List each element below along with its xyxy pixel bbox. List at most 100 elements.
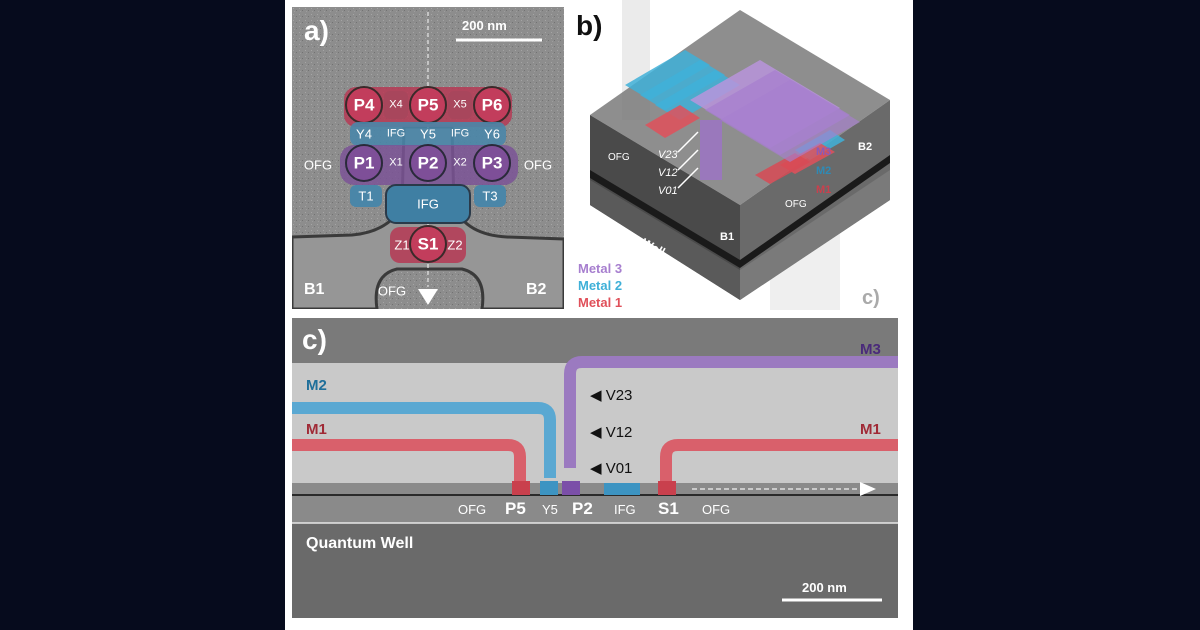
label-y6: Y6	[484, 126, 500, 142]
oxide-layer	[292, 363, 898, 483]
gate-y5-c	[540, 481, 558, 495]
quantum-well-layer	[292, 523, 898, 618]
label-ifg-left: IFG	[386, 127, 406, 140]
label-p3: P3	[481, 153, 503, 173]
label-v23-c: ◀ V23	[590, 387, 633, 404]
panel-c-cross-section: c) M3 M2 M1 M1 ◀ V23 ◀ V12 ◀ V01 OFG P5 …	[292, 318, 898, 618]
label-v12-c: ◀ V12	[590, 424, 633, 441]
cut-arrow-c	[860, 482, 876, 496]
panel-a-scale-label: 200 nm	[462, 18, 507, 33]
label-x1: X1	[389, 156, 403, 169]
gate-x4	[384, 91, 408, 119]
legend-metal-3: Metal 3	[578, 261, 623, 276]
gate-x5	[448, 91, 472, 119]
metal-1-bars	[645, 105, 835, 184]
gate-t3	[474, 185, 506, 207]
gate-t1	[350, 185, 382, 207]
label-y5: Y5	[420, 126, 436, 142]
label-ofg-left: OFG	[303, 157, 333, 173]
label-t1: T1	[358, 188, 374, 204]
panel-c-graphic	[292, 318, 898, 618]
gate-oxide-layer	[292, 483, 898, 523]
label-z1: Z1	[394, 237, 410, 253]
m2-trace	[292, 402, 556, 478]
panel-a-graphic	[292, 7, 564, 309]
label-ofg-c-right: OFG	[702, 502, 731, 517]
label-x5: X5	[453, 98, 467, 111]
panel-b-graphic	[590, 0, 890, 310]
label-t3: T3	[482, 188, 498, 204]
gate-ifg-center	[385, 184, 471, 224]
label-ofg-right: OFG	[523, 157, 553, 173]
label-p5: P5	[417, 95, 439, 115]
label-m1-b: M1	[816, 184, 832, 196]
label-x4: X4	[389, 98, 403, 111]
label-p6: P6	[481, 95, 503, 115]
label-b1-b: B1	[720, 231, 735, 243]
label-v23-b: V23	[658, 149, 678, 161]
c-plane-marker: c)	[862, 287, 880, 309]
label-ofg-b-right: OFG	[785, 199, 807, 210]
label-p2: P2	[417, 153, 439, 173]
label-ifg-right: IFG	[450, 127, 470, 140]
gate-p2	[409, 144, 447, 182]
label-m2-c: M2	[306, 377, 327, 394]
label-v12-b: V12	[658, 167, 678, 179]
label-m1-right-c: M1	[860, 421, 881, 438]
gate-p1	[345, 144, 383, 182]
legend-metal-2: Metal 2	[578, 278, 623, 293]
chip-substrate-left	[590, 180, 740, 300]
label-x2: X2	[453, 156, 467, 169]
m1-left-trace	[292, 439, 526, 483]
chip-substrate-right	[740, 170, 890, 300]
m3-trace	[564, 356, 898, 468]
label-p5-c: P5	[505, 499, 526, 518]
label-m1-left-c: M1	[306, 421, 327, 438]
gate-s1-c	[658, 481, 676, 495]
label-b1-a: B1	[304, 281, 325, 298]
figure-page: a) 200 nm P4 X4 P5 X5 P6 Y4 IFG Y5 IFG Y…	[285, 0, 913, 630]
row-y-region	[350, 122, 506, 146]
label-m3-b: M3	[816, 146, 832, 158]
arrow-v23	[677, 131, 699, 153]
label-s1: S1	[417, 234, 439, 254]
gate-p5-c	[512, 481, 530, 495]
label-b2-a: B2	[526, 281, 547, 298]
label-p1: P1	[353, 153, 375, 173]
cut-arrow	[418, 289, 438, 305]
label-v01-b: V01	[658, 185, 678, 197]
label-ifg-c: IFG	[614, 502, 636, 517]
label-ofg-bottom: OFG	[377, 283, 407, 299]
top-dark-layer	[292, 318, 898, 363]
label-m3-c: M3	[860, 341, 881, 358]
label-y5-c: Y5	[542, 502, 558, 517]
panel-c-letter: c)	[302, 324, 327, 355]
label-y4: Y4	[356, 126, 372, 142]
legend-metal-1: Metal 1	[578, 295, 623, 310]
panel-a-sem-image: a) 200 nm P4 X4 P5 X5 P6 Y4 IFG Y5 IFG Y…	[292, 7, 564, 309]
gate-p2-c	[562, 481, 580, 495]
gate-layer	[590, 155, 890, 268]
label-p4: P4	[353, 95, 375, 115]
gate-p3	[473, 144, 511, 182]
label-s1-c: S1	[658, 499, 679, 518]
arrow-v01	[677, 167, 699, 189]
gate-s1	[409, 225, 447, 263]
label-ofg-b-left: OFG	[608, 152, 630, 163]
metal-3-bars	[690, 60, 860, 180]
label-b2-b: B2	[858, 141, 873, 153]
panel-c-scale-label: 200 nm	[802, 580, 847, 595]
label-z2: Z2	[447, 237, 463, 253]
label-ofg-c-left: OFG	[458, 502, 487, 517]
label-v01-c: ◀ V01	[590, 460, 633, 477]
label-p2-c: P2	[572, 499, 593, 518]
label-ifg-center: IFG	[417, 196, 439, 212]
panel-a-letter: a)	[304, 15, 329, 46]
m1-right-trace	[660, 439, 898, 483]
arrow-v12	[677, 149, 699, 171]
label-m2-b: M2	[816, 165, 832, 177]
panel-b-3d-render: b) OFG OFG V23 V12 V01 M3 M2 M1 B2 B1 Qu…	[570, 0, 913, 315]
gate-ifg-c	[604, 483, 640, 495]
label-quantum-well-c: Quantum Well	[306, 535, 414, 552]
panel-b-letter: b)	[576, 10, 603, 41]
